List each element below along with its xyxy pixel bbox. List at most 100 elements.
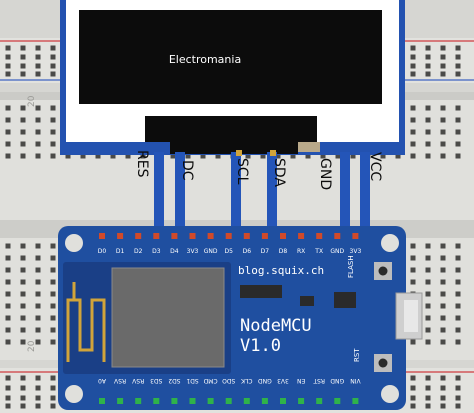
breadboard-hole <box>5 315 11 321</box>
top-pin-pad <box>153 233 160 239</box>
breadboard-hole <box>50 339 56 345</box>
breadboard-hole <box>140 153 146 159</box>
breadboard-hole <box>5 279 11 285</box>
bottom-pin-label: CLK <box>240 377 253 384</box>
breadboard-hole <box>410 54 416 60</box>
breadboard-hole <box>410 105 416 111</box>
top-pin-label: D4 <box>170 248 179 255</box>
breadboard-hole <box>440 54 446 60</box>
top-pin-pad <box>225 233 232 239</box>
breadboard-hole <box>20 327 26 333</box>
oled-module: Electromania <box>60 0 405 155</box>
breadboard-hole <box>425 71 431 77</box>
wire-label-res: RES <box>134 150 150 178</box>
breadboard-hole <box>35 141 41 147</box>
breadboard-hole <box>425 45 431 51</box>
breadboard-hole <box>20 375 26 381</box>
breadboard-hole <box>20 267 26 273</box>
bottom-pin-label: RSV <box>131 377 144 384</box>
breadboard-hole <box>455 63 461 69</box>
breadboard-hole <box>215 153 221 159</box>
breadboard-hole <box>455 279 461 285</box>
breadboard-hole <box>260 153 266 159</box>
breadboard-hole <box>335 153 341 159</box>
breadboard-hole <box>5 63 11 69</box>
breadboard-hole <box>50 141 56 147</box>
bottom-pin-pad <box>207 398 214 404</box>
breadboard-hole <box>455 129 461 135</box>
breadboard-hole <box>425 375 431 381</box>
breadboard-hole <box>410 267 416 273</box>
wire-vcc <box>360 152 370 230</box>
breadboard-hole <box>425 395 431 401</box>
top-pin-label: D0 <box>98 248 107 255</box>
row-number-top: 20 <box>27 95 37 107</box>
breadboard-hole <box>425 303 431 309</box>
bottom-pin-label: RST <box>313 377 325 384</box>
breadboard-hole <box>320 153 326 159</box>
breadboard-hole <box>425 54 431 60</box>
breadboard-hole <box>455 267 461 273</box>
breadboard-hole <box>410 385 416 391</box>
bottom-pin-label: SDO <box>222 377 235 384</box>
breadboard-hole <box>410 279 416 285</box>
breadboard-hole <box>5 375 11 381</box>
top-pin-pad <box>352 233 359 239</box>
breadboard-hole <box>200 153 206 159</box>
breadboard-hole <box>5 45 11 51</box>
breadboard-hole <box>425 141 431 147</box>
breadboard-hole <box>20 71 26 77</box>
top-pin-pad <box>117 233 124 239</box>
breadboard-hole <box>95 153 101 159</box>
breadboard-hole <box>20 339 26 345</box>
breadboard-hole <box>20 395 26 401</box>
wires <box>154 150 370 230</box>
breadboard-hole <box>50 403 56 409</box>
breadboard-hole <box>440 141 446 147</box>
oled-ribbon-tail <box>170 142 298 154</box>
breadboard-hole <box>455 403 461 409</box>
top-pin-pad <box>171 233 178 239</box>
top-pin-label: GND <box>204 248 218 255</box>
breadboard-hole <box>65 153 71 159</box>
bottom-pin-label: RSV <box>113 377 126 384</box>
breadboard-hole <box>50 291 56 297</box>
bottom-pin-pad <box>189 398 196 404</box>
breadboard-hole <box>455 339 461 345</box>
breadboard-hole <box>455 45 461 51</box>
bottom-pin-pad <box>316 398 323 404</box>
breadboard-hole <box>5 243 11 249</box>
oled-ribbon-tab <box>298 142 320 152</box>
breadboard-hole <box>410 403 416 409</box>
wire-label-gnd: GND <box>317 158 333 190</box>
breadboard-hole <box>425 385 431 391</box>
breadboard-hole <box>35 385 41 391</box>
breadboard-hole <box>440 327 446 333</box>
breadboard-hole <box>5 291 11 297</box>
wire-scl <box>231 152 241 230</box>
breadboard-hole <box>50 63 56 69</box>
bottom-pin-pad <box>280 398 286 404</box>
breadboard-hole <box>35 153 41 159</box>
bottom-pin-label: SD3 <box>150 377 162 384</box>
wire-sda-pin <box>270 150 276 156</box>
top-pin-pad <box>261 233 268 239</box>
flash-button-cap[interactable] <box>378 266 388 276</box>
mount-hole-bl <box>65 385 83 403</box>
breadboard-hole <box>20 279 26 285</box>
breadboard-hole <box>455 71 461 77</box>
breadboard-hole <box>425 255 431 261</box>
top-pin-label: D7 <box>261 248 270 255</box>
reset-button-cap[interactable] <box>378 358 388 368</box>
oled-screen-text: Electromania <box>169 53 241 66</box>
breadboard-hole <box>170 153 176 159</box>
top-pin-label: D3 <box>152 248 161 255</box>
breadboard-hole <box>5 403 11 409</box>
breadboard-hole <box>455 315 461 321</box>
top-pin-label: D6 <box>243 248 252 255</box>
bottom-pin-pad <box>225 398 232 404</box>
breadboard-hole <box>440 45 446 51</box>
pcb-antenna-trace <box>66 298 106 362</box>
breadboard-hole <box>455 255 461 261</box>
